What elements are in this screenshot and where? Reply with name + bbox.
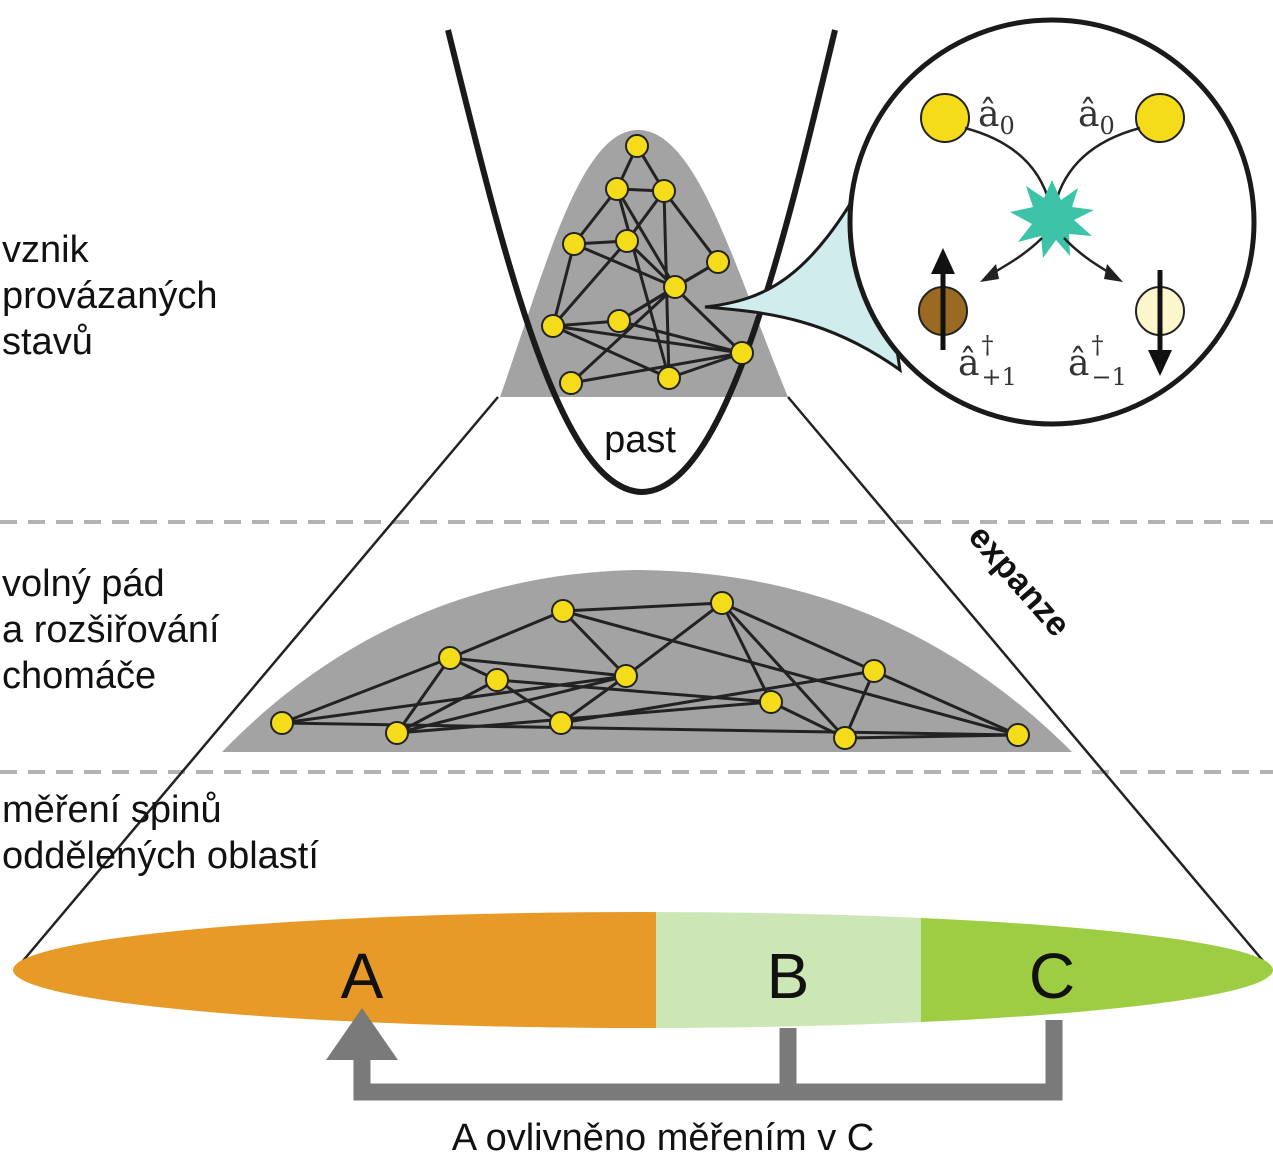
atom [652,179,676,203]
atom [833,726,857,750]
detection-ellipse [13,912,1273,1028]
atom [270,711,294,735]
entanglement-link [561,609,628,678]
entanglement-link [449,656,627,678]
entanglement-link [281,674,627,725]
entanglement-link [721,601,875,673]
region-b [656,912,921,1028]
stage-label-measurement: měření spinů oddělených oblastí [2,789,319,877]
entanglement-link [720,602,773,703]
region-a-label: A [341,940,384,1012]
atom [657,366,681,390]
entanglement-link [625,239,744,355]
atom [706,250,730,274]
entanglement-link [449,609,564,660]
entanglement-link [843,670,876,739]
entanglement-link [560,674,627,725]
entanglement-link [873,669,1019,737]
region-b-label: B [767,940,810,1012]
entanglement-link [562,601,723,613]
entanglement-link [396,674,627,735]
entanglement-link [844,733,1019,740]
mid-network-atoms [270,591,1030,750]
atom [615,229,639,253]
entanglement-link [552,324,743,355]
incoming-path-right [1053,126,1141,206]
arrowhead-left-icon [980,264,999,282]
entanglement-link [570,351,743,385]
atom [438,646,462,670]
entanglement-link [573,242,676,289]
atom [562,232,586,256]
trap-potential [445,29,838,496]
entanglement-link [496,678,772,704]
expansion-line-left [21,396,499,963]
entanglement-link [395,657,452,734]
mid-network-edges [281,601,1019,740]
stage-label-entanglement: vznik provázaných stavů [2,229,228,363]
atom [1006,723,1030,747]
incoming-path-left [964,126,1052,206]
trap-label: past [604,419,676,461]
atom [541,314,565,338]
entanglement-link [551,240,629,327]
atom [385,721,409,745]
operator-out-right: â†−1 [1068,331,1127,391]
entanglement-link [396,678,498,735]
atom [549,711,573,735]
entanglement-link [662,190,720,263]
atom [614,664,638,688]
entanglement-link [618,319,743,355]
entanglement-link [396,700,772,735]
atom [663,275,687,299]
atom [485,668,509,692]
region-c [921,912,1273,1028]
atom [730,341,754,365]
collision-star-icon [1010,180,1094,258]
operator-in-right: â0 [1078,94,1115,140]
region-c-label: C [1029,940,1075,1012]
entanglement-link [720,601,847,740]
caption: A ovlivněno měřením v C [452,1117,874,1159]
arrowhead-right-icon [1104,264,1123,282]
atom [607,309,631,333]
atom [862,659,886,683]
atom [625,134,649,158]
entanglement-link [551,243,576,327]
inset-atom-left [920,93,970,143]
entanglement-link [668,351,743,380]
entanglement-link [560,669,875,725]
entanglement-link [281,656,451,725]
operator-in-left: â0 [978,94,1015,140]
stage-label-free-fall: volný pád a rozšiřování chomáče [2,563,230,697]
spin-down-arrow-icon [1148,350,1172,376]
expansion-line-right [787,396,1265,963]
atom [605,177,629,201]
entanglement-link [625,601,723,678]
inset-atom-right [1135,93,1185,143]
entanglement-link [562,609,1019,737]
top-network-atoms [541,134,754,395]
operator-out-left: â†+1 [958,331,1017,391]
spin-up-arrow-icon [931,248,955,274]
entanglement-link [770,700,846,740]
atom [551,599,575,623]
trapped-cloud [500,130,788,397]
atom [559,371,583,395]
entanglement-link [615,188,671,379]
top-network-edges [551,145,744,385]
atom [710,591,734,615]
influence-arrowhead-icon [326,1008,398,1060]
influence-connector [353,1020,1063,1101]
region-a [13,912,656,1028]
atom [759,690,783,714]
